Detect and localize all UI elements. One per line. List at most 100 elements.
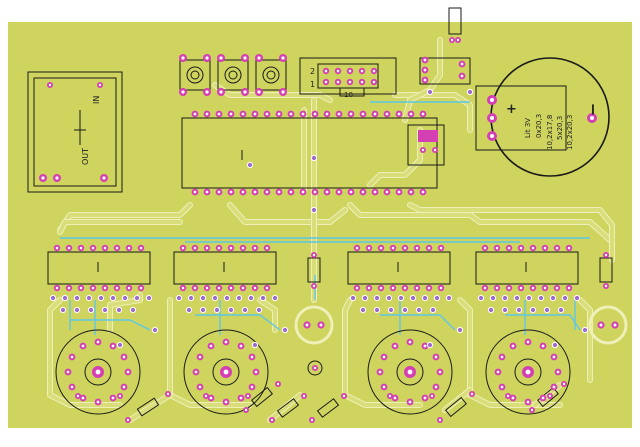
pad-hole	[434, 385, 438, 389]
pad-hole	[289, 112, 293, 116]
pad-hole	[241, 190, 245, 194]
pad-hole	[360, 69, 364, 73]
trace	[128, 393, 172, 422]
pad-hole	[495, 286, 499, 290]
via	[145, 294, 153, 302]
battery-minus-label: −	[583, 103, 602, 116]
pad-hole	[194, 370, 198, 374]
pad-hole	[525, 369, 531, 375]
pad-hole	[415, 246, 419, 250]
pad-hole	[530, 408, 534, 412]
push-button-outline	[179, 59, 211, 91]
push-button-cap	[186, 66, 204, 84]
pad-hole	[407, 369, 413, 375]
pad-hole	[552, 355, 556, 359]
trimmer-outline	[419, 57, 471, 85]
via	[513, 294, 521, 302]
pad-hole	[289, 190, 293, 194]
pad-hole	[372, 69, 376, 73]
via	[397, 294, 405, 302]
pad-hole	[325, 112, 329, 116]
pad-hole	[126, 370, 130, 374]
pad-hole	[433, 148, 437, 152]
via	[456, 326, 464, 334]
pad-hole	[604, 284, 608, 288]
pad-hole	[423, 78, 427, 82]
diode-body	[276, 398, 300, 418]
copper-traces	[47, 37, 615, 423]
pad-hole	[254, 370, 258, 374]
pad-hole	[372, 80, 376, 84]
pad-hole	[81, 344, 85, 348]
via	[61, 294, 69, 302]
pad-hole	[393, 344, 397, 348]
pad-hole	[379, 246, 383, 250]
component-pads	[39, 37, 619, 423]
pad-hole	[217, 246, 221, 250]
pad-hole	[567, 286, 571, 290]
pad-hole	[118, 394, 122, 398]
via	[387, 306, 395, 314]
pad-hole	[111, 344, 115, 348]
battery-size2-label: 10,2x17,8	[546, 115, 554, 150]
pad-hole	[500, 385, 504, 389]
pad-hole	[507, 286, 511, 290]
trace	[168, 298, 252, 407]
via	[489, 294, 497, 302]
pad-hole	[217, 190, 221, 194]
pad-hole	[103, 286, 107, 290]
pad-hole	[382, 385, 386, 389]
pad-hole	[373, 190, 377, 194]
pad-hole	[541, 396, 545, 400]
pad-hole	[313, 190, 317, 194]
jumper-wire	[70, 319, 151, 331]
pad-hole	[217, 112, 221, 116]
electrolytic-ring	[294, 305, 334, 345]
pad-hole	[96, 400, 100, 404]
pad-hole	[361, 190, 365, 194]
via	[310, 154, 318, 162]
pad-hole	[348, 69, 352, 73]
via	[573, 294, 581, 302]
pad-hole	[265, 246, 269, 250]
silkscreen-labels: IN OUT 2 1 10 Lit 3V 0x20,3 10,2x17,8 5x…	[81, 67, 602, 165]
trace	[58, 220, 182, 234]
jumper-wire	[195, 314, 281, 331]
pad-hole	[490, 98, 494, 102]
pad-hole	[506, 394, 510, 398]
pad-hole	[408, 340, 412, 344]
push-button-outline	[217, 59, 249, 91]
pad-hole	[337, 112, 341, 116]
pad-hole	[423, 68, 427, 72]
header-key	[339, 87, 365, 97]
pad-hole	[229, 112, 233, 116]
push-button-center	[228, 70, 238, 80]
pad-hole	[223, 369, 229, 375]
via	[501, 306, 509, 314]
decoder-outline	[173, 251, 277, 285]
via	[129, 306, 137, 314]
via	[199, 294, 207, 302]
pad-hole	[460, 74, 464, 78]
pad-hole	[229, 190, 233, 194]
header-outline	[299, 57, 397, 95]
pad-hole	[349, 190, 353, 194]
regulator-in-label: IN	[92, 96, 101, 104]
pad-hole	[438, 370, 442, 374]
pad-hole	[301, 112, 305, 116]
pad-hole	[403, 246, 407, 250]
pad-hole	[397, 190, 401, 194]
pad-hole	[205, 90, 209, 94]
pad-hole	[324, 69, 328, 73]
via	[409, 294, 417, 302]
rotary-socket-center	[84, 358, 112, 386]
via	[97, 294, 105, 302]
pad-hole	[373, 112, 377, 116]
via	[241, 306, 249, 314]
pad-hole	[439, 286, 443, 290]
pad-hole	[360, 80, 364, 84]
via	[429, 306, 437, 314]
rotary-socket-outline	[367, 329, 453, 415]
via	[133, 294, 141, 302]
pad-hole	[204, 394, 208, 398]
